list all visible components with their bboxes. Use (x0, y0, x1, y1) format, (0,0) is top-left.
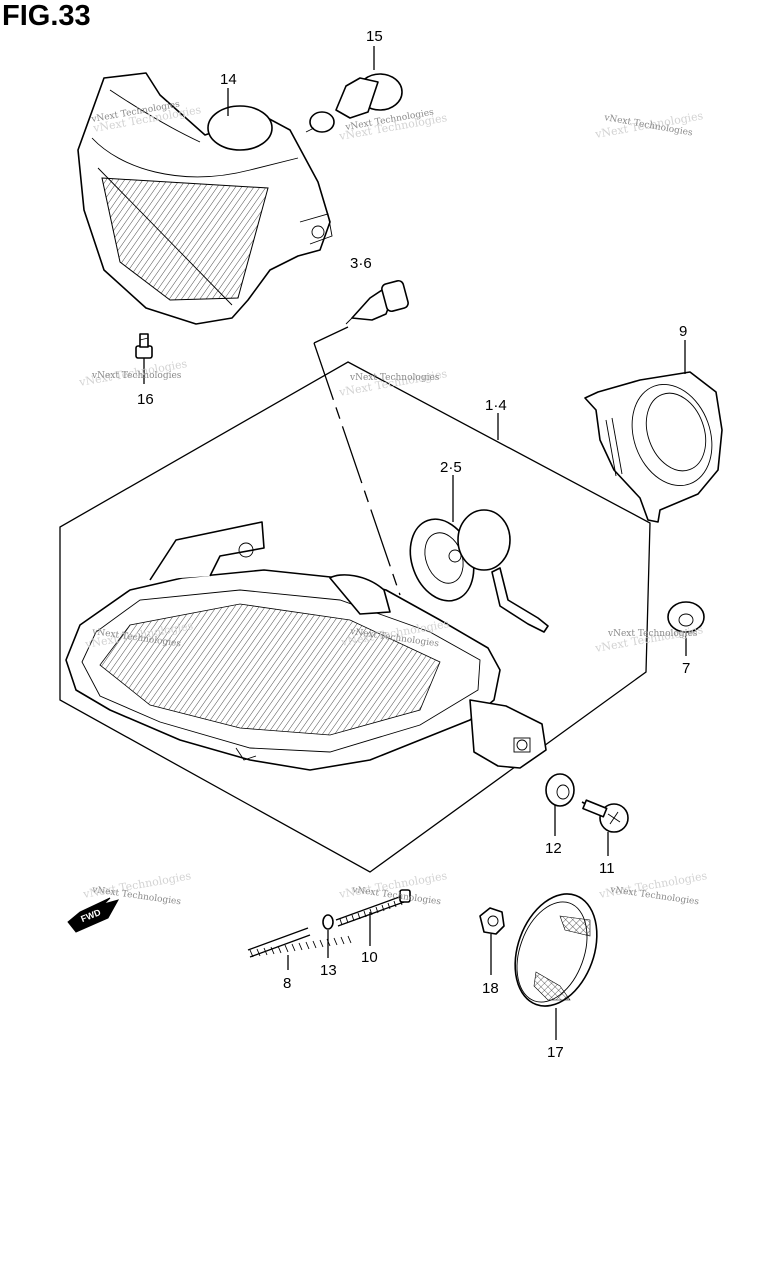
callout-11: 11 (599, 860, 615, 877)
leader-3-6-b (313, 342, 401, 596)
part-9-ring[interactable] (584, 371, 725, 523)
callout-14: 14 (220, 71, 237, 88)
part-12-grommet[interactable] (545, 773, 575, 807)
callout-1-4: 1·4 (485, 397, 507, 414)
part-15-bulb[interactable] (305, 73, 403, 133)
part-10-screw[interactable] (335, 889, 411, 927)
leader-lines (143, 46, 687, 1040)
callout-15: 15 (366, 28, 383, 45)
part-14-lens[interactable] (77, 72, 333, 325)
part-18-nut[interactable] (479, 907, 505, 935)
callout-12: 12 (545, 840, 562, 857)
part-1-4-headlight[interactable] (65, 521, 547, 771)
part-16-screw[interactable] (135, 333, 153, 359)
part-13-washer[interactable] (322, 914, 334, 930)
fwd-direction-badge: FWD (67, 897, 120, 933)
callout-10: 10 (361, 949, 378, 966)
part-3-6-bulb[interactable] (345, 279, 409, 325)
part-7-grommet[interactable] (667, 601, 705, 633)
callout-9: 9 (679, 323, 687, 340)
callout-2-5: 2·5 (440, 459, 462, 476)
figure-title: FIG.33 (2, 0, 91, 32)
callout-13: 13 (320, 962, 337, 979)
callout-17: 17 (547, 1044, 564, 1061)
part-11-bolt[interactable] (581, 799, 629, 833)
part-2-5-socket[interactable] (399, 509, 549, 633)
watermark: vNext Technologies (607, 629, 698, 639)
callout-18: 18 (482, 980, 499, 997)
callout-7: 7 (682, 660, 690, 677)
assembly-outline (59, 361, 651, 873)
callout-3-6: 3·6 (350, 255, 372, 272)
watermark: vNext Technologies (91, 371, 182, 381)
watermark: vNext Technologies (349, 373, 440, 383)
watermark-back: vNext Technologies (337, 367, 448, 399)
callout-16: 16 (137, 391, 154, 408)
part-8-spring[interactable] (247, 927, 352, 958)
part-17-reflector[interactable] (500, 883, 611, 1018)
callout-8: 8 (283, 975, 291, 992)
leader-3-6 (313, 326, 349, 344)
watermark-back: vNext Technologies (593, 623, 704, 655)
